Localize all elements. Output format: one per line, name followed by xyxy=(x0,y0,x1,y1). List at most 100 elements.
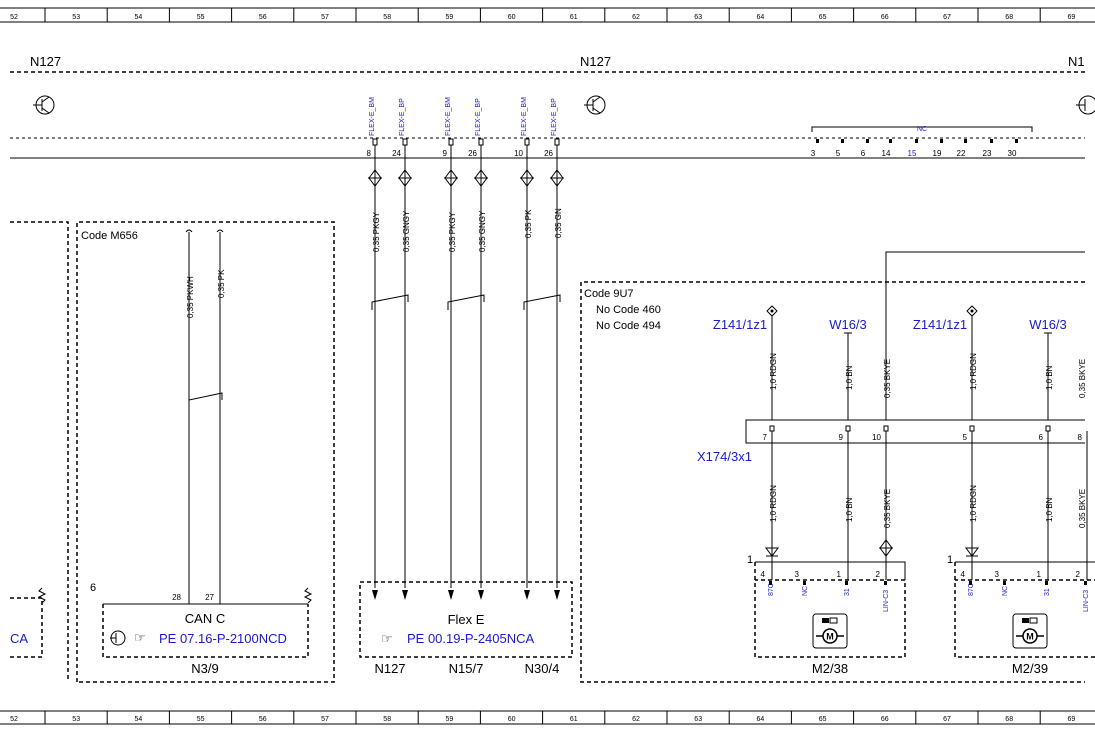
ruler-number: 64 xyxy=(757,716,765,723)
can-wire-label: 0,35 PK xyxy=(217,269,226,298)
can-pin: 27 xyxy=(205,593,214,602)
motor-pin: 4 xyxy=(961,570,966,579)
n127-left-label: N127 xyxy=(30,54,61,69)
flex-pin: 26 xyxy=(544,149,553,158)
top-conn-link[interactable]: W16/3 xyxy=(1029,317,1067,332)
flex-wire-label: 0,35 PK xyxy=(524,209,533,238)
ruler-number: 59 xyxy=(446,14,454,21)
motor-icon: M xyxy=(816,617,844,644)
motor-icon: M xyxy=(1016,617,1044,644)
upper-wire-label: 1,0 BN xyxy=(1045,365,1054,390)
ruler-number: 65 xyxy=(819,716,827,723)
flex-signal-label: FLEX-E_BP xyxy=(399,98,406,136)
top-conn-link[interactable]: W16/3 xyxy=(829,317,867,332)
nc-pin: 6 xyxy=(861,149,866,158)
lower-wire-label: 0,35 BKYE xyxy=(883,489,892,528)
nc-pin: 30 xyxy=(1008,149,1017,158)
flex-pin: 10 xyxy=(514,149,523,158)
motor-signal: 31 xyxy=(1044,588,1051,596)
lower-wire-label: 1,0 RDGN xyxy=(969,485,978,522)
ruler-number: 52 xyxy=(10,716,18,723)
ruler-number: 55 xyxy=(197,716,205,723)
n39-label: N3/9 xyxy=(191,661,218,676)
flex-wire-label: 0,35 GN xyxy=(554,208,563,238)
code-m656-label: Code M656 xyxy=(81,230,138,242)
flex-pin: 24 xyxy=(392,149,401,158)
ruler-number: 66 xyxy=(881,716,889,723)
ruler-number: 64 xyxy=(757,14,765,21)
flex-signal-label: FLEX-E_BM xyxy=(521,97,528,136)
flex-signal-label: FLEX-E_BM xyxy=(369,97,376,136)
motor-name: M2/39 xyxy=(1012,661,1048,676)
ruler-number: 61 xyxy=(570,14,578,21)
n127-mid-label: N127 xyxy=(580,54,611,69)
ruler-number: 63 xyxy=(694,14,702,21)
flex-ref-link[interactable]: PE 00.19-P-2405NCA xyxy=(407,631,535,646)
motor-number: 1 xyxy=(747,554,753,566)
motor-signal: NC xyxy=(802,586,809,596)
flex-signal-label: FLEX-E_BP xyxy=(551,98,558,136)
left-ref-link[interactable]: CA xyxy=(10,631,28,646)
pointing-hand-icon: ☞ xyxy=(381,631,393,646)
ruler-number: 57 xyxy=(321,14,329,21)
lower-wire-label: 0,35 BKYE xyxy=(1078,489,1087,528)
motor-pin: 2 xyxy=(1076,570,1081,579)
transistor-icon xyxy=(584,95,606,115)
ruler-number: 62 xyxy=(632,716,640,723)
left-partial-box: CA xyxy=(10,221,69,682)
ruler-number: 65 xyxy=(819,14,827,21)
x174-link[interactable]: X174/3x1 xyxy=(697,449,752,464)
nc-pin: 22 xyxy=(957,149,966,158)
motor-signal: 87C xyxy=(968,583,975,596)
can-ref-link[interactable]: PE 07.16-P-2100NCD xyxy=(159,631,287,646)
n1-right-label: N1 xyxy=(1068,54,1085,69)
nc-label: NC xyxy=(917,126,927,133)
ruler-number: 68 xyxy=(1005,14,1013,21)
motor-pin: 1 xyxy=(1037,570,1042,579)
can-box-number: 6 xyxy=(90,582,96,594)
x174-pin: 7 xyxy=(763,433,768,442)
code-9u7-label: Code 9U7 xyxy=(584,288,634,300)
ruler-number: 66 xyxy=(881,14,889,21)
ruler-number: 69 xyxy=(1068,14,1076,21)
svg-text:M: M xyxy=(1026,632,1034,642)
code-m656-box: Code M656 0,35 PKWH 0,35 PK 6 28 27 CAN … xyxy=(76,221,335,683)
motor-signal: 87C xyxy=(768,583,775,596)
x174-pin: 10 xyxy=(872,433,881,442)
svg-text:M: M xyxy=(826,632,834,642)
x174-pin: 8 xyxy=(1078,433,1083,442)
transistor-icon xyxy=(33,95,55,115)
motor-signal: 31 xyxy=(844,588,851,596)
flex-pin: 9 xyxy=(443,149,448,158)
ruler-number: 52 xyxy=(10,14,18,21)
nc-pin: 23 xyxy=(983,149,992,158)
flex-wire-label: 0,35 GNGY xyxy=(478,210,487,252)
ruler-number: 63 xyxy=(694,716,702,723)
flex-e-box: Flex E ☞ PE 00.19-P-2405NCA N127 N15/7 N… xyxy=(359,581,573,676)
flex-bottom-label: N127 xyxy=(374,661,405,676)
top-conn-link[interactable]: Z141/1z1 xyxy=(913,317,967,332)
flex-pin: 26 xyxy=(468,149,477,158)
upper-wire-label: 1,0 RDGN xyxy=(969,353,978,390)
motor-signal: LIN-C3 xyxy=(1083,590,1090,612)
flex-signal-label: FLEX-E_BP xyxy=(475,98,482,136)
flex-bottom-label: N30/4 xyxy=(525,661,560,676)
motor-pin: 1 xyxy=(837,570,842,579)
lower-wire-label: 1,0 RDGN xyxy=(769,485,778,522)
ruler-number: 55 xyxy=(197,14,205,21)
ruler-number: 67 xyxy=(943,14,951,21)
flex-e-title: Flex E xyxy=(448,612,485,627)
can-wire-label: 0,35 PKWH xyxy=(186,276,195,318)
flex-signal-label: FLEX-E_BM xyxy=(445,97,452,136)
pointing-hand-icon: ☞ xyxy=(134,630,146,645)
transistor-icon xyxy=(1076,95,1095,115)
ruler-number: 68 xyxy=(1005,716,1013,723)
top-conn-link[interactable]: Z141/1z1 xyxy=(713,317,767,332)
motor-pin: 3 xyxy=(995,570,1000,579)
nc-pin: 14 xyxy=(882,149,891,158)
ruler-number: 67 xyxy=(943,716,951,723)
